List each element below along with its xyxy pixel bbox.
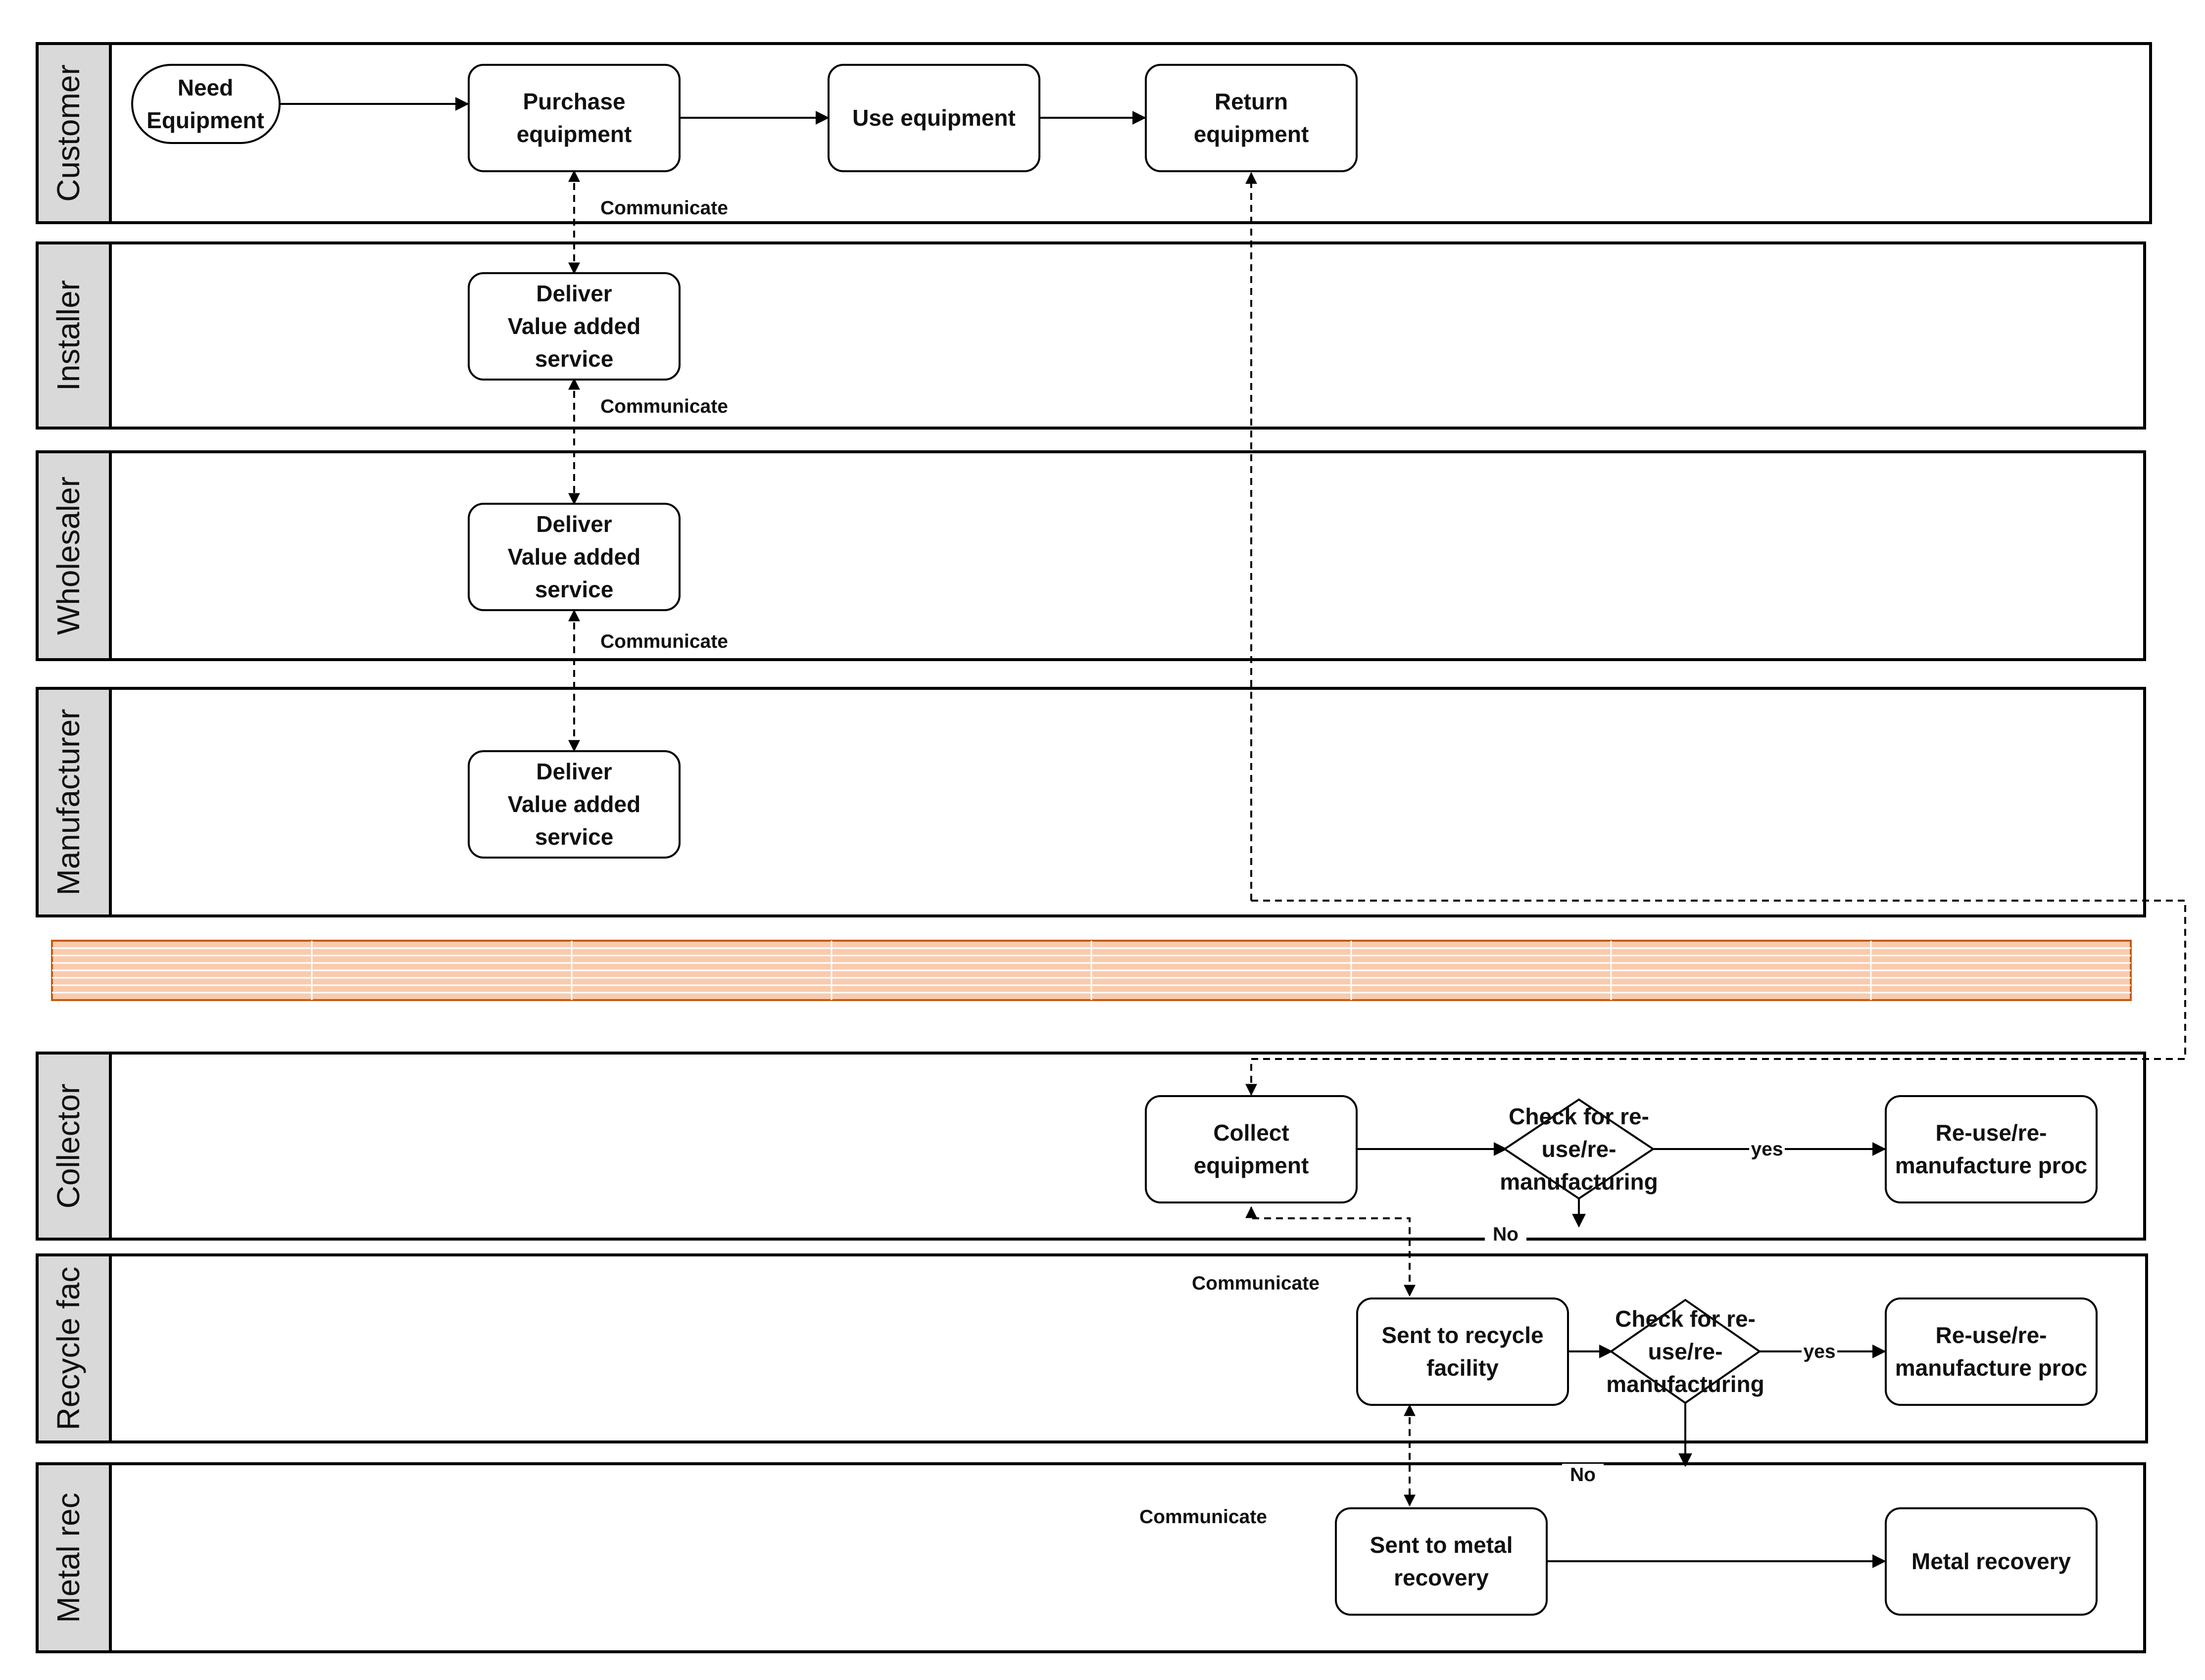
node-use-equipment[interactable]: Use equipment xyxy=(828,64,1040,172)
node-sent-metal-label-line: recovery xyxy=(1394,1565,1489,1590)
node-metal-recovery-label-line: Metal recovery xyxy=(1911,1548,2071,1574)
node-purchase-equipment-label-line: equipment xyxy=(517,121,632,147)
lane-collector: Collector xyxy=(36,1052,2146,1241)
label-yes-collector: yes xyxy=(1751,1139,1783,1160)
lane-label-collector: Collector xyxy=(50,1084,86,1209)
node-deliver-manufacturer-label-line: Deliver xyxy=(536,759,612,784)
node-reuse-recycle[interactable]: Re-use/re-manufacture proc xyxy=(1885,1297,2098,1406)
lane-installer: Installer xyxy=(36,241,2146,430)
node-reuse-collector-label-line: manufacture proc xyxy=(1895,1152,2088,1178)
lane-recycle: Recycle fac xyxy=(36,1253,2148,1443)
node-deliver-installer-label-line: Value added xyxy=(508,313,640,339)
label-communicate-4: Communicate xyxy=(1192,1273,1320,1294)
node-check-recycle-label-line: use/re- xyxy=(1648,1339,1723,1364)
lane-label-manufacturer: Manufacturer xyxy=(50,709,86,895)
node-purchase-equipment-label-line: Purchase xyxy=(523,89,625,114)
separator-band xyxy=(51,940,2132,1001)
edge-return-collect xyxy=(1245,900,2186,1096)
node-return-equipment-label-line: Return xyxy=(1215,89,1288,114)
label-no-collector: No xyxy=(1493,1224,1519,1245)
node-deliver-wholesaler-label-line: Value added xyxy=(508,544,640,570)
node-reuse-recycle-label-line: Re-use/re- xyxy=(1936,1322,2047,1348)
lane-label-metal: Metal rec xyxy=(50,1492,86,1623)
lane-label-recycle: Recycle fac xyxy=(50,1267,86,1431)
node-use-equipment-label-line: Use equipment xyxy=(852,105,1016,131)
node-return-equipment-label-line: equipment xyxy=(1194,121,1309,147)
node-deliver-wholesaler-label-line: service xyxy=(535,576,614,602)
node-deliver-manufacturer-label-line: Value added xyxy=(508,791,640,817)
node-check-collector-label-line: manufacturing xyxy=(1500,1169,1658,1195)
node-sent-recycle-label-line: Sent to recycle xyxy=(1381,1322,1543,1348)
node-sent-recycle[interactable]: Sent to recycle facility xyxy=(1356,1297,1569,1406)
node-deliver-wholesaler-label-line: Deliver xyxy=(536,511,612,537)
node-need-equipment-label-line: Equipment xyxy=(147,107,264,133)
node-deliver-installer-label-line: service xyxy=(535,346,614,372)
node-sent-metal[interactable]: Sent to metal recovery xyxy=(1335,1507,1548,1616)
node-sent-recycle-label-line: facility xyxy=(1426,1355,1499,1381)
lane-customer: Customer xyxy=(36,42,2152,224)
node-deliver-manufacturer-label-line: service xyxy=(535,824,614,850)
lane-wholesaler: Wholesaler xyxy=(36,450,2146,661)
label-no-recycle: No xyxy=(1570,1464,1596,1486)
label-communicate-1: Communicate xyxy=(600,197,728,219)
node-sent-metal-label-line: Sent to metal xyxy=(1370,1532,1513,1558)
label-communicate-5: Communicate xyxy=(1139,1506,1267,1528)
node-metal-recovery[interactable]: Metal recovery xyxy=(1885,1507,2098,1616)
node-check-recycle[interactable]: Check for re-use/re-manufacturing xyxy=(1606,1298,1764,1404)
label-communicate-3: Communicate xyxy=(600,631,728,652)
node-need-equipment-label-line: Need xyxy=(178,75,233,100)
node-collect-equipment[interactable]: Collect equipment xyxy=(1145,1095,1358,1203)
node-collect-equipment-label-line: equipment xyxy=(1194,1152,1309,1178)
node-check-collector[interactable]: Check for re-use/re-manufacturing xyxy=(1500,1098,1658,1200)
node-purchase-equipment[interactable]: Purchase equipment xyxy=(468,64,681,172)
label-yes-recycle: yes xyxy=(1803,1341,1835,1362)
node-collect-equipment-label-line: Collect xyxy=(1213,1120,1289,1146)
lane-label-wholesaler: Wholesaler xyxy=(50,477,86,635)
node-check-recycle-label-line: Check for re- xyxy=(1615,1306,1756,1332)
node-check-collector-label-line: use/re- xyxy=(1542,1136,1617,1162)
edge-collect-recycle-communicate xyxy=(1245,1206,1416,1297)
node-reuse-recycle-label-line: manufacture proc xyxy=(1895,1355,2088,1381)
node-return-equipment[interactable]: Return equipment xyxy=(1145,64,1358,172)
node-reuse-collector-label-line: Re-use/re- xyxy=(1936,1120,2047,1146)
node-deliver-installer-label-line: Deliver xyxy=(536,281,612,306)
node-check-recycle-label-line: manufacturing xyxy=(1606,1371,1764,1397)
label-communicate-2: Communicate xyxy=(600,396,728,417)
node-check-collector-label-line: Check for re- xyxy=(1509,1104,1649,1129)
node-reuse-collector[interactable]: Re-use/re-manufacture proc xyxy=(1885,1095,2098,1203)
lane-metal: Metal rec xyxy=(36,1462,2146,1653)
lane-label-customer: Customer xyxy=(50,64,86,201)
lane-label-installer: Installer xyxy=(50,280,86,391)
lane-manufacturer: Manufacturer xyxy=(36,687,2146,917)
